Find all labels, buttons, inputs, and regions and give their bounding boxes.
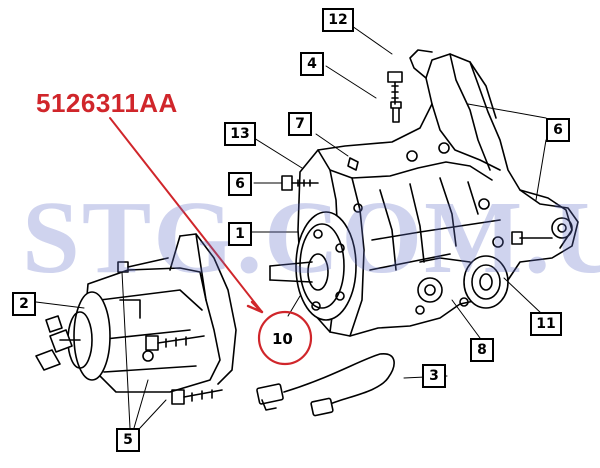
part-number-label: 5126311AA — [36, 88, 178, 118]
callout-13: 13 — [224, 122, 256, 146]
bolt-top — [387, 71, 403, 105]
plug-7 — [347, 157, 359, 171]
callout-6-right: 6 — [546, 118, 570, 142]
callout-7: 7 — [288, 112, 312, 136]
rear-output-seal — [415, 255, 509, 315]
leader-lines — [35, 25, 547, 429]
callout-1: 1 — [228, 222, 252, 246]
callout-6-left: 6 — [228, 172, 252, 196]
callout-4: 4 — [300, 52, 324, 76]
callout-8: 8 — [470, 338, 494, 362]
callout-5: 5 — [116, 428, 140, 452]
vent-breather — [390, 101, 402, 123]
callout-11: 11 — [530, 312, 562, 336]
callout-3: 3 — [422, 364, 446, 388]
callout-12: 12 — [322, 8, 354, 32]
highlight-ring — [257, 310, 313, 366]
transfer-case-housing — [297, 49, 579, 337]
motor-bolts — [117, 257, 223, 405]
callout-2: 2 — [12, 292, 36, 316]
watermark-text: STG.COM.UA — [22, 180, 600, 295]
speed-sensor-cable — [256, 353, 395, 417]
callout-10: 10 — [272, 330, 293, 348]
front-output-flange — [269, 211, 357, 321]
shift-motor-assembly — [35, 233, 237, 393]
part-number-arrow — [109, 117, 264, 314]
